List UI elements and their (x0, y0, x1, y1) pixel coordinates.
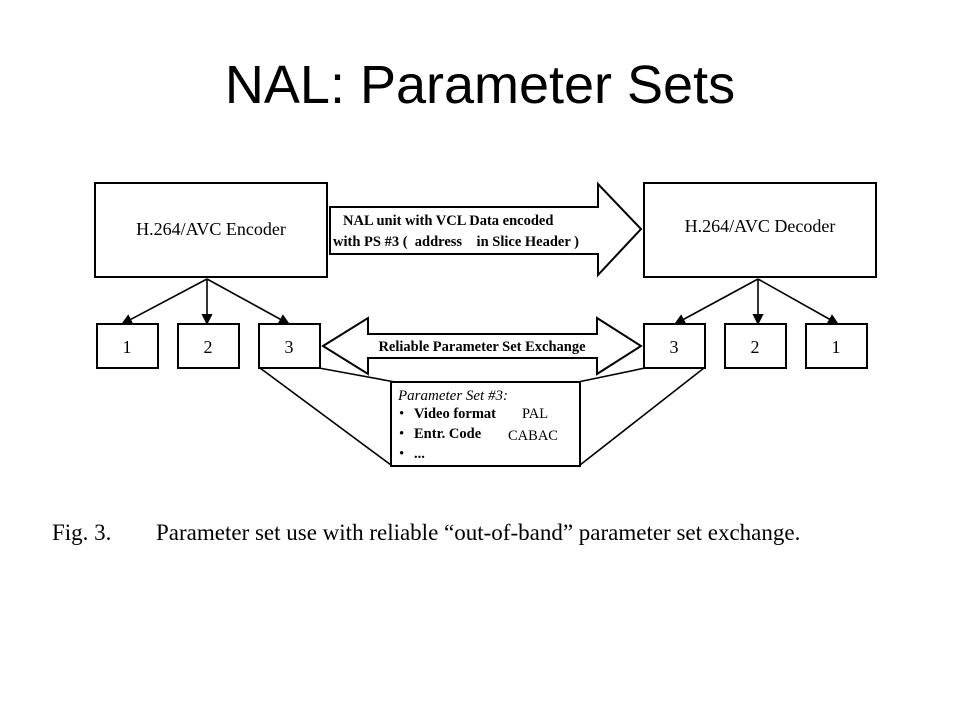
nal-unit-arrow (329, 181, 643, 278)
parameter-key: ... (414, 446, 425, 462)
decoder-label: H.264/AVC Decoder (685, 216, 836, 236)
parameter-bullet: • (399, 406, 404, 422)
parameter-set-title: Parameter Set #3: (397, 388, 508, 404)
parameter-bullet: • (399, 446, 404, 462)
fan-line-decoder-outer (579, 367, 705, 466)
encoder-arrow-3 (206, 278, 290, 325)
parameter-bullet: • (399, 426, 404, 442)
fan-line-decoder-inner (577, 367, 646, 383)
decoder-set-label-1: 1 (832, 337, 841, 357)
parameter-key: Video format (414, 406, 496, 422)
parameter-value: PAL (522, 406, 548, 422)
exchange-arrow-label: Reliable Parameter Set Exchange (378, 339, 586, 355)
fan-line-encoder-inner (318, 367, 396, 383)
decoder-set-box-1 (805, 323, 868, 369)
encoder-set-label-2: 2 (204, 337, 213, 357)
decoder-box (643, 182, 877, 278)
figure-caption: Fig. 3. Parameter set use with reliable “… (52, 520, 800, 546)
nal-arrow-line1: NAL unit with VCL Data encoded (343, 213, 553, 229)
parameter-set-box (390, 381, 581, 467)
encoder-set-label-1: 1 (123, 337, 132, 357)
encoder-label: H.264/AVC Encoder (136, 219, 286, 239)
parameter-key: Entr. Code (414, 426, 482, 442)
nal-arrow-line2: with PS #3 ( address in Slice Header ) (333, 234, 579, 250)
decoder-set-box-2 (724, 323, 787, 369)
decoder-set-label-3: 3 (670, 337, 679, 357)
encoder-set-box-1 (96, 323, 159, 369)
decoder-set-label-2: 2 (751, 337, 760, 357)
encoder-set-box-2 (177, 323, 240, 369)
encoder-arrow-1 (121, 278, 208, 325)
exchange-arrow (321, 316, 643, 376)
fan-line-encoder-outer (259, 367, 392, 466)
decoder-arrow-3 (674, 278, 759, 325)
caption-text: Parameter set use with reliable “out-of-… (156, 520, 801, 545)
parameter-value: CABAC (508, 428, 558, 444)
encoder-set-label-3: 3 (285, 337, 294, 357)
encoder-box (94, 182, 328, 278)
decoder-set-box-3 (643, 323, 706, 369)
decoder-arrow-1 (757, 278, 839, 325)
figure-number: Fig. 3. (52, 520, 112, 545)
slide-title: NAL: Parameter Sets (224, 55, 736, 115)
encoder-set-box-3 (258, 323, 321, 369)
